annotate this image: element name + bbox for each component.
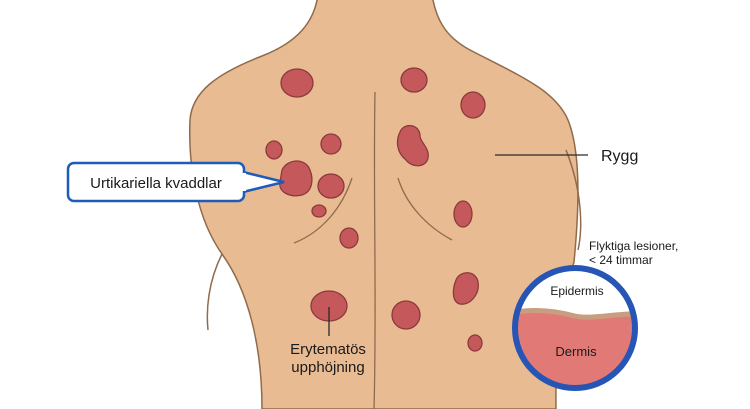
lesion: [460, 91, 486, 119]
left-scapula-contour: [293, 177, 353, 244]
lesion: [317, 173, 345, 199]
wheals-label: Urtikariella kvaddlar: [90, 175, 222, 192]
epidermis-label: Epidermis: [550, 284, 603, 298]
lesion: [320, 133, 342, 155]
transient-label-line-1: Flyktiga lesioner,: [589, 239, 678, 253]
spine-line: [373, 91, 376, 409]
inset-ring: [512, 265, 638, 391]
lesion: [452, 272, 479, 305]
lesions: [265, 67, 486, 352]
back-label: Rygg: [601, 148, 638, 165]
right-scapula-contour: [397, 177, 453, 241]
dermis-label: Dermis: [555, 344, 597, 359]
callout-joint: [238, 173, 246, 191]
lesion: [339, 227, 359, 249]
epidermis-band: [515, 308, 635, 320]
erythema-label-line-1: Erytematös: [290, 341, 366, 358]
lesion: [265, 140, 283, 160]
wheals-callout: Urtikariella kvaddlar: [66, 161, 285, 203]
lesion: [467, 334, 483, 352]
transient-label-line-2: < 24 timmar: [589, 253, 653, 267]
lesion: [279, 160, 313, 197]
lesion: [280, 68, 314, 98]
lesion: [396, 125, 429, 167]
erythema-label-line-2: upphöjning: [291, 359, 364, 376]
skin-layer-inset: Epidermis Dermis: [512, 265, 638, 391]
left-waist-contour: [206, 253, 223, 331]
lesion: [391, 300, 421, 330]
lesion: [400, 67, 428, 93]
lesion: [311, 204, 327, 218]
right-arm-contour: [565, 149, 582, 251]
lesion: [453, 200, 473, 228]
